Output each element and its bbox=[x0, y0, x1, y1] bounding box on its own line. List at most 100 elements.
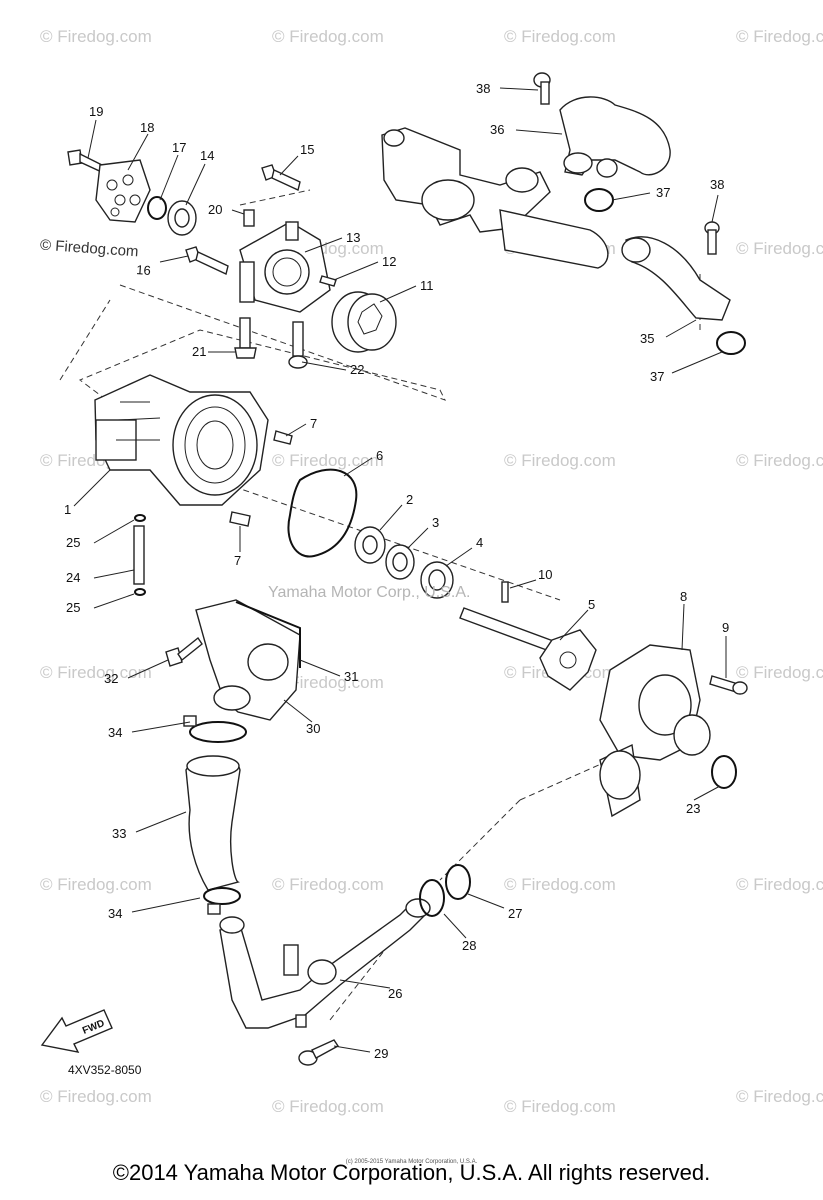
callout-1: 1 bbox=[64, 502, 71, 517]
pump-cover-8 bbox=[599, 644, 711, 818]
bearing-2 bbox=[354, 526, 386, 564]
washer-17 bbox=[147, 196, 167, 220]
clamp-34b bbox=[203, 887, 241, 915]
watermark: © Firedog.com bbox=[40, 663, 152, 682]
callout-14: 14 bbox=[200, 148, 214, 163]
callout-28: 28 bbox=[462, 938, 476, 953]
pipe-35 bbox=[621, 236, 731, 321]
watermark: © Firedog.com bbox=[736, 27, 823, 46]
watermark: © Firedog.com bbox=[504, 451, 616, 470]
rotor-11 bbox=[331, 291, 397, 353]
watermark: © Firedog.com bbox=[736, 663, 823, 682]
callout-7b: 7 bbox=[234, 553, 241, 568]
pipe-24 bbox=[133, 525, 145, 585]
bearing-14 bbox=[167, 200, 197, 236]
watermark: © Firedog.com bbox=[736, 239, 823, 258]
inlet-housing-30 bbox=[195, 599, 301, 721]
watermark: © Firedog.com bbox=[736, 451, 823, 470]
callout-16: 16 bbox=[136, 262, 151, 278]
document-number: 4XV352-8050 bbox=[68, 1063, 142, 1077]
callout-27: 27 bbox=[508, 906, 522, 921]
callout-37a: 37 bbox=[656, 185, 670, 200]
callout-12: 12 bbox=[382, 254, 396, 269]
pump-cover-13 bbox=[239, 221, 331, 313]
oring-37a bbox=[584, 188, 614, 212]
dowel-7a bbox=[273, 430, 293, 445]
callout-15: 15 bbox=[300, 142, 314, 157]
center-watermark: Yamaha Motor Corp., U.S.A. bbox=[268, 584, 471, 601]
oring-28 bbox=[419, 879, 445, 917]
callout-29: 29 bbox=[374, 1046, 388, 1061]
callout-22: 22 bbox=[350, 362, 364, 377]
bolt-21 bbox=[234, 317, 257, 359]
pipe-26 bbox=[219, 898, 431, 1029]
thermostat-housing bbox=[381, 127, 609, 269]
callout-19: 19 bbox=[89, 104, 103, 119]
copyright-footer: ©2014 Yamaha Motor Corporation, U.S.A. A… bbox=[112, 1160, 711, 1185]
callout-38a: 38 bbox=[476, 81, 490, 96]
gasket-6 bbox=[287, 468, 358, 558]
bolt-38b bbox=[704, 221, 720, 255]
callout-3: 3 bbox=[432, 515, 439, 530]
callout-34b: 34 bbox=[108, 906, 122, 921]
watermark: © Firedog.com bbox=[40, 1087, 152, 1106]
callout-30: 30 bbox=[306, 721, 320, 736]
watermark: © Firedog.com bbox=[272, 673, 384, 692]
callout-9: 9 bbox=[722, 620, 729, 635]
hose-33 bbox=[185, 755, 241, 891]
bolt-22 bbox=[288, 321, 308, 369]
callout-36: 36 bbox=[490, 122, 504, 137]
watermark: © Firedog.com bbox=[504, 27, 616, 46]
watermark: © Firedog.com bbox=[504, 875, 616, 894]
watermark: © Firedog.com bbox=[736, 875, 823, 894]
callout-32: 32 bbox=[104, 671, 118, 686]
callout-6: 6 bbox=[376, 448, 383, 463]
leader-lines bbox=[73, 87, 727, 1053]
watermark: © Firedog.com bbox=[272, 1097, 384, 1116]
callout-23: 23 bbox=[686, 801, 700, 816]
oring-25a bbox=[134, 514, 146, 522]
pin-20 bbox=[243, 209, 255, 227]
callout-37b: 37 bbox=[650, 369, 664, 384]
bolt-32 bbox=[165, 636, 203, 667]
hose-36 bbox=[559, 96, 671, 178]
seal-4 bbox=[420, 561, 454, 599]
gasket-31 bbox=[235, 601, 301, 668]
pin-12 bbox=[319, 275, 337, 287]
seal-3 bbox=[385, 544, 415, 580]
pin-10 bbox=[501, 581, 509, 603]
callout-labels: 19 18 17 14 15 20 13 12 11 16 21 22 7 6 … bbox=[64, 81, 729, 1061]
watermark: © Firedog.com bbox=[40, 27, 152, 46]
callout-21: 21 bbox=[192, 344, 206, 359]
watermark: © Firedog.com bbox=[736, 1087, 823, 1106]
watermark: © Firedog.com bbox=[272, 875, 384, 894]
oring-25b bbox=[134, 588, 146, 596]
callout-25a: 25 bbox=[66, 535, 80, 550]
dowel-7b bbox=[229, 511, 251, 527]
bolt-38a bbox=[533, 72, 551, 105]
oring-23 bbox=[711, 755, 737, 789]
bolt-29 bbox=[298, 1039, 340, 1066]
watermark: © Firedog.com bbox=[40, 875, 152, 894]
oring-27 bbox=[445, 864, 471, 900]
pump-housing-1 bbox=[94, 374, 269, 506]
callout-13: 13 bbox=[346, 230, 360, 245]
watermark: © Firedog.com bbox=[504, 1097, 616, 1116]
clamp-34a bbox=[183, 715, 247, 743]
gear-plate-18 bbox=[95, 159, 151, 223]
watermark: © Firedog.com bbox=[272, 451, 384, 470]
bolt-16 bbox=[185, 246, 229, 275]
bolt-9 bbox=[709, 675, 748, 695]
tiny-credit: (c) 2005-2015 Yamaha Motor Corporation, … bbox=[345, 1159, 478, 1165]
callout-35: 35 bbox=[640, 331, 654, 346]
callout-2: 2 bbox=[406, 492, 413, 507]
callout-4: 4 bbox=[476, 535, 483, 550]
fwd-arrow-icon: FWD bbox=[40, 1009, 113, 1053]
callout-5: 5 bbox=[588, 597, 595, 612]
callout-38b: 38 bbox=[710, 177, 724, 192]
callout-26: 26 bbox=[388, 986, 402, 1001]
callout-25b: 25 bbox=[66, 600, 80, 615]
callout-10: 10 bbox=[538, 567, 552, 582]
callout-7a: 7 bbox=[310, 416, 317, 431]
